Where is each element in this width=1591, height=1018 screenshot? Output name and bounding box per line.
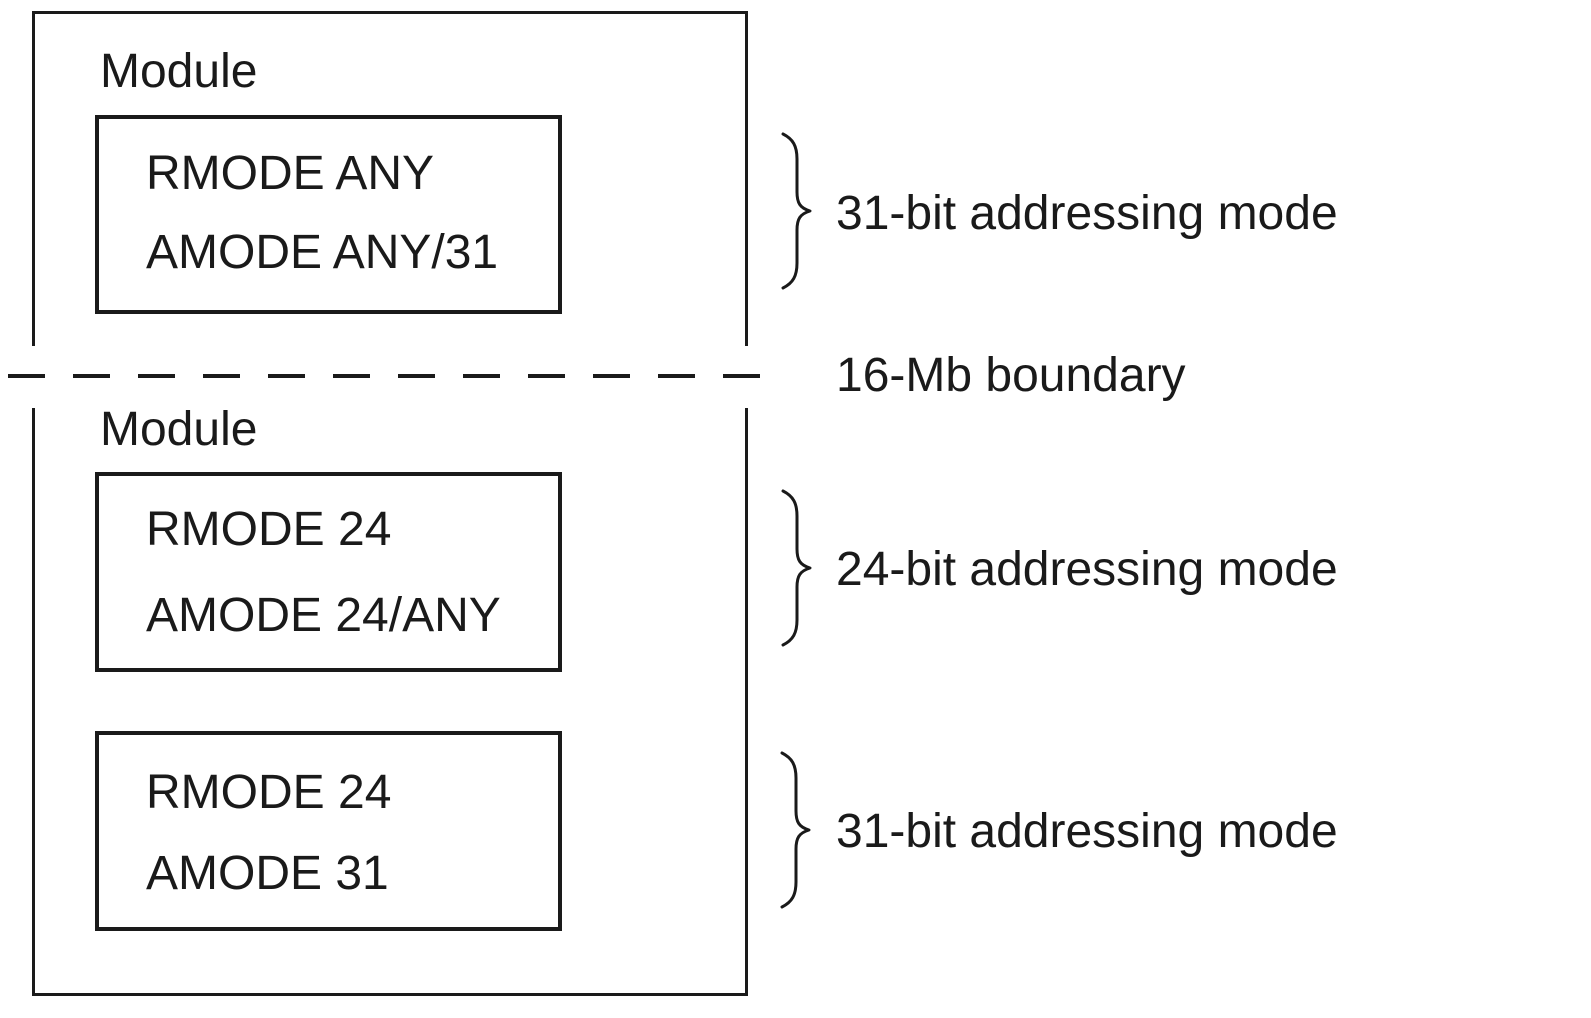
curly-brace-icon bbox=[779, 751, 811, 909]
upper-module-label: Module bbox=[100, 45, 258, 98]
rmode24-amode24any-box bbox=[95, 472, 562, 672]
lower-module-box bbox=[32, 408, 748, 996]
amode-any31-text: AMODE ANY/31 bbox=[146, 226, 499, 279]
annotation-24bit: 24-bit addressing mode bbox=[836, 543, 1338, 596]
rmode24-amode31-box bbox=[95, 731, 562, 931]
annotation-31bit-top: 31-bit addressing mode bbox=[836, 187, 1338, 240]
lower-module-label: Module bbox=[100, 403, 258, 456]
amode-31-text: AMODE 31 bbox=[146, 847, 389, 900]
curly-brace-icon bbox=[780, 489, 812, 647]
rmode-24-text-bottom: RMODE 24 bbox=[146, 766, 392, 819]
upper-module-box bbox=[32, 11, 748, 346]
rmode-any-text: RMODE ANY bbox=[146, 147, 435, 200]
boundary-label: 16-Mb boundary bbox=[836, 349, 1186, 402]
rmode-24-text-top: RMODE 24 bbox=[146, 503, 392, 556]
boundary-dashed-line bbox=[8, 374, 765, 378]
curly-brace-icon bbox=[780, 132, 812, 290]
amode-24any-text: AMODE 24/ANY bbox=[146, 589, 501, 642]
annotation-31bit-bottom: 31-bit addressing mode bbox=[836, 805, 1338, 858]
rmode-any-box bbox=[95, 115, 562, 314]
